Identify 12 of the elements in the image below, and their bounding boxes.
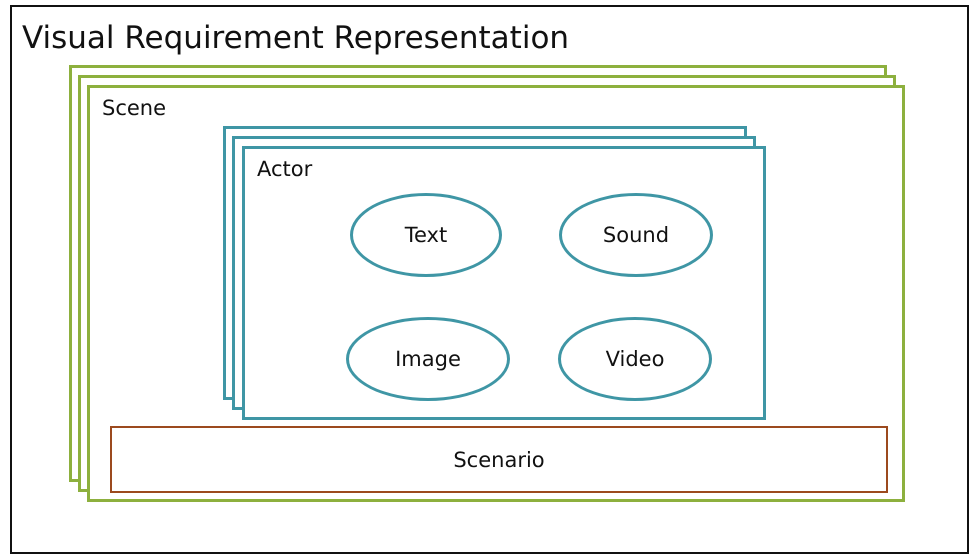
node-label: Video	[604, 347, 666, 371]
node-label: Sound	[602, 223, 670, 247]
actor-card	[242, 146, 766, 420]
node-label: Image	[394, 347, 462, 371]
node-label: Text	[404, 223, 448, 247]
container-heading: Scene	[102, 96, 166, 120]
node-label: Scenario	[452, 448, 546, 472]
scene-card	[87, 85, 905, 502]
diagram-title: Visual Requirement Representation	[22, 20, 570, 56]
diagram-frame	[10, 5, 969, 554]
container-heading: Actor	[257, 157, 312, 181]
process-box	[110, 426, 888, 493]
